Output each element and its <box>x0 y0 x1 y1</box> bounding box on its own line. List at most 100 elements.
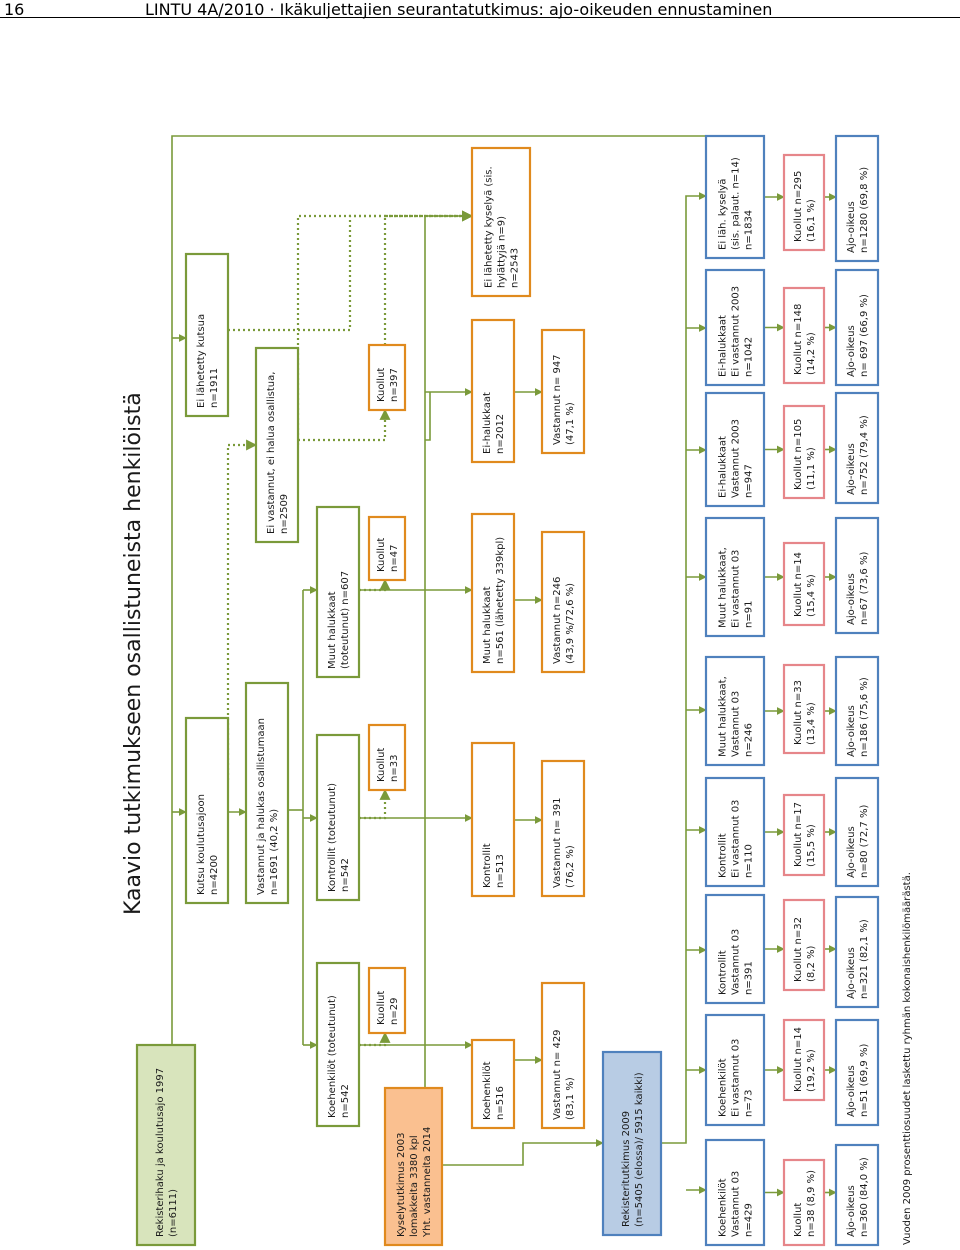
box-dead33 <box>367 723 407 792</box>
box-text-s_test: Koehenkilöt <box>482 1061 493 1120</box>
box-text-s_unwilling: Ei-halukkaat <box>482 392 493 454</box>
box-text-answered_willing: n=1691 (40,2 %) <box>269 809 280 895</box>
box-survey2003 <box>383 1086 444 1247</box>
box-text-dead29: Kuollut <box>376 991 387 1025</box>
box-text-r_other: Vastannut n=246 <box>552 577 563 664</box>
box-text-reg1997: (n=6111) <box>168 1189 179 1237</box>
box-answered_willing <box>244 681 290 905</box>
box-a6 <box>834 516 880 635</box>
box-g2 <box>704 1013 766 1127</box>
box-k3 <box>782 898 826 992</box>
box-text-g7: Ei-halukkaat <box>718 436 729 498</box>
box-text-k6: Kuollut n=14 <box>793 552 804 617</box>
box-a9 <box>834 134 880 263</box>
box-text-r_unwilling: Vastannut n= 947 <box>552 354 563 445</box>
box-g4 <box>704 776 766 888</box>
box-text-a3: n=321 (82,1 %) <box>859 919 870 999</box>
box-text-a8: Ajo-oikeus <box>846 325 857 377</box>
box-text-s_notsent: n=2543 <box>510 248 521 288</box>
box-text-dead397: Kuollut <box>376 368 387 402</box>
box-text-g8: Ei vastannut 2003 <box>731 286 742 377</box>
box-text-s_control: n=513 <box>495 854 506 888</box>
box-text-k5: (13,4 %) <box>806 702 817 745</box>
diagram-title: Kaavio tutkimukseen osallistuneista henk… <box>121 392 146 915</box>
box-text-g5: n=246 <box>744 723 755 757</box>
box-k9 <box>782 153 826 252</box>
box-text-s_other: n=561 (lähetetty 339kpl) <box>495 537 506 664</box>
box-text-g1: Koehenkilöt <box>718 1178 729 1237</box>
box-text-g3: n=391 <box>744 961 755 995</box>
box-dead29 <box>367 966 407 1035</box>
connector-line <box>425 392 431 441</box>
box-k2 <box>782 1018 826 1102</box>
box-text-dead33: Kuollut <box>376 748 387 782</box>
box-k6 <box>782 541 826 627</box>
box-text-reg2009: Rekisteritutkimus 2009 <box>621 1111 632 1227</box>
box-text-a2: Ajo-oikeus <box>846 1065 857 1117</box>
box-text-k9: (16,1 %) <box>806 199 817 242</box>
box-not_invited <box>184 252 230 418</box>
box-invite <box>184 716 230 905</box>
box-k8 <box>782 286 826 385</box>
dotted-connector <box>359 578 391 592</box>
box-text-g7: Vastannut 2003 <box>731 419 742 498</box>
box-text-r_test: (83,1 %) <box>565 1077 576 1120</box>
box-text-test_done: Koehenkilöt (toteutunut) <box>327 995 338 1118</box>
box-text-control_done: Kontrollit (toteutunut) <box>327 783 338 892</box>
box-text-a5: Ajo-oikeus <box>846 705 857 757</box>
box-text-g2: n=73 <box>744 1090 755 1117</box>
page-header: 16 LINTU 4A/2010 · Ikäkuljettajien seura… <box>0 0 960 19</box>
box-text-g6: n=91 <box>744 601 755 628</box>
box-text-dead33: n=33 <box>389 755 400 782</box>
box-text-reg1997: Rekisterihaku ja koulutusajo 1997 <box>155 1068 166 1237</box>
box-k7 <box>782 404 826 500</box>
box-text-other_willing: Muut halukkaat <box>327 591 338 669</box>
box-text-s_notsent: hylättyjä n=9) <box>497 216 508 288</box>
box-r_other <box>540 530 586 674</box>
dotted-connector <box>383 210 474 345</box>
box-g8 <box>704 268 766 387</box>
box-text-g4: n=110 <box>744 844 755 878</box>
box-other_willing <box>315 505 361 679</box>
box-a1 <box>834 1143 880 1247</box>
box-text-survey2003: lomakkeita 3380 kpl <box>409 1135 420 1237</box>
box-text-k3: Kuollut n=32 <box>793 917 804 982</box>
box-text-test_done: n=542 <box>340 1084 351 1118</box>
box-text-a8: n= 697 (66,9 %) <box>859 294 870 377</box>
box-text-g6: Ei vastannut 03 <box>731 550 742 628</box>
box-text-g5: Vastannut 03 <box>731 691 742 757</box>
box-dead47 <box>367 515 407 582</box>
box-text-a6: Ajo-oikeus <box>846 573 857 625</box>
box-text-a1: n=360 (84,0 %) <box>859 1157 870 1237</box>
box-text-k7: Kuollut n=105 <box>793 419 804 490</box>
box-s_notsent <box>470 146 532 298</box>
box-r_test <box>540 981 586 1130</box>
connector-line <box>171 135 706 1045</box>
box-text-k2: (19,2 %) <box>806 1049 817 1092</box>
box-text-k2: Kuollut n=14 <box>793 1027 804 1092</box>
box-text-s_control: Kontrollit <box>482 843 493 888</box>
box-text-g3: Vastannut 03 <box>731 929 742 995</box>
box-text-k5: Kuollut n=33 <box>793 680 804 745</box>
box-text-g8: Ei-halukkaat <box>718 315 729 377</box>
box-a4 <box>834 776 880 888</box>
box-s_control <box>470 741 516 898</box>
box-text-s_notsent: Ei lähetetty kyselyä (sis. <box>484 166 495 288</box>
box-text-k4: Kuollut n=17 <box>793 802 804 867</box>
box-g9 <box>704 134 766 260</box>
box-text-a7: n=752 (79,4 %) <box>859 415 870 495</box>
box-r_unwilling <box>540 328 586 455</box>
dotted-connector <box>298 408 391 442</box>
box-s_test <box>470 1038 516 1130</box>
box-s_unwilling <box>470 318 516 464</box>
box-text-s_unwilling: n=2012 <box>495 414 506 454</box>
box-text-g1: Vastannut 03 <box>731 1171 742 1237</box>
box-dead397 <box>367 343 407 412</box>
box-g3 <box>704 893 766 1005</box>
box-a2 <box>834 1018 880 1127</box>
box-k1 <box>782 1158 826 1247</box>
box-text-r_test: Vastannut n= 429 <box>552 1029 563 1120</box>
box-a8 <box>834 268 880 387</box>
box-text-k7: (11,1 %) <box>806 447 817 490</box>
